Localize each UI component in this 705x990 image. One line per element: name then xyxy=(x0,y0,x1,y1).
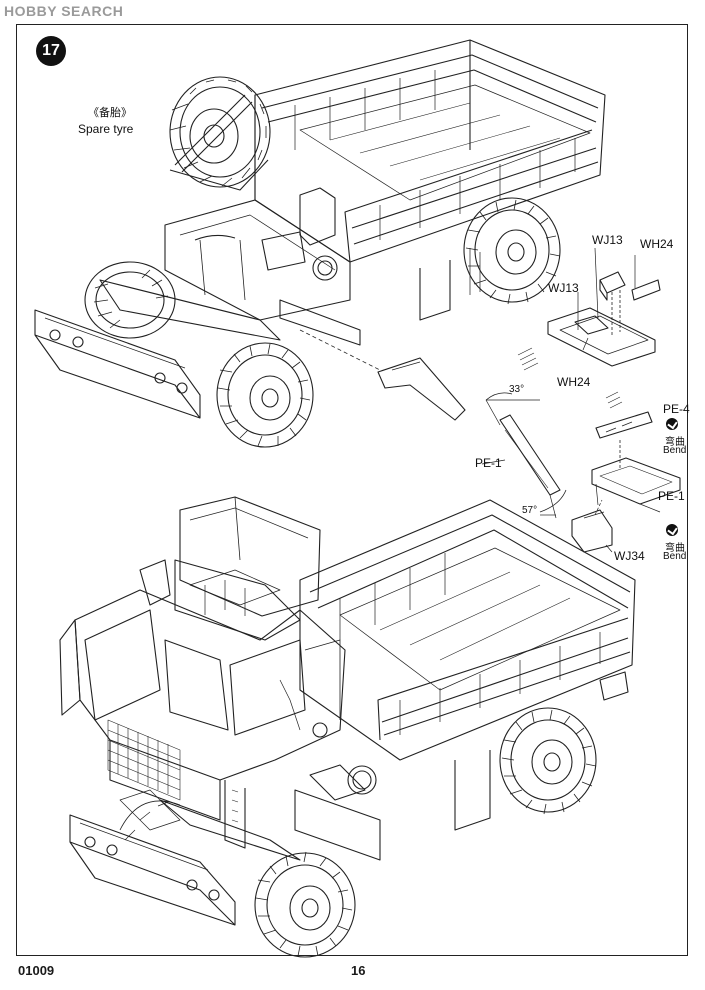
kit-number: 01009 xyxy=(18,963,55,978)
spare-tyre xyxy=(169,76,271,191)
exhaust-pipe xyxy=(261,187,338,281)
lower-front-wheel xyxy=(254,851,356,958)
grille-mesh xyxy=(107,719,181,801)
bend-label-upper-en: Bend xyxy=(663,445,687,456)
spare-tyre-label-cn: 《备胎》 xyxy=(88,107,132,119)
spare-tyre-label-en: Spare tyre xyxy=(78,122,134,136)
bend-label-upper-cn: 弯曲 xyxy=(665,437,685,448)
page-number: 16 xyxy=(351,963,366,978)
upper-cargo-bed xyxy=(254,39,606,321)
part-label-pe4: PE-4 xyxy=(663,402,690,416)
flip-arrow-lower xyxy=(605,391,623,409)
pe4-pe1-subassembly xyxy=(571,391,681,553)
lower-hidden-wheel xyxy=(119,800,181,841)
part-label-wj13-top: WJ13 xyxy=(592,233,623,247)
upper-front-left-wheel xyxy=(84,261,176,339)
pe1-bracket-left xyxy=(481,392,567,519)
step-number-badge: 17 xyxy=(36,36,66,66)
upper-front-right-wheel xyxy=(216,342,314,448)
upper-truck-drawing xyxy=(34,39,606,448)
part-label-wj34: WJ34 xyxy=(614,549,645,563)
part-label-wh24-bottom: WH24 xyxy=(557,375,591,389)
upper-bracket-part xyxy=(299,329,466,421)
bend-label-lower-en: Bend xyxy=(663,551,687,562)
upper-chassis xyxy=(34,199,361,419)
angle-label-33: 33° xyxy=(509,384,525,395)
flip-arrow-upper xyxy=(517,347,539,371)
bend-label-lower-cn: 弯曲 xyxy=(665,543,685,554)
lower-cargo-bed xyxy=(299,499,636,831)
angle-label-57: 57° xyxy=(522,505,538,516)
part-label-pe1-right: PE-1 xyxy=(658,489,685,503)
bend-icon-upper xyxy=(666,418,678,430)
hobby-search-watermark: HOBBY SEARCH xyxy=(4,3,124,19)
page-frame xyxy=(16,24,688,956)
upper-rear-wheel xyxy=(463,197,561,305)
lower-truck-drawing xyxy=(59,496,636,958)
lower-chassis xyxy=(69,764,381,926)
part-label-pe1-left: PE-1 xyxy=(475,456,502,470)
armored-cab xyxy=(59,496,346,849)
bend-icon-lower xyxy=(666,524,678,536)
part-label-wh24-top: WH24 xyxy=(640,237,674,251)
wj13-wh24-subassembly xyxy=(517,247,661,371)
part-label-wj13-side: WJ13 xyxy=(548,281,579,295)
lower-rear-wheel xyxy=(499,707,597,815)
